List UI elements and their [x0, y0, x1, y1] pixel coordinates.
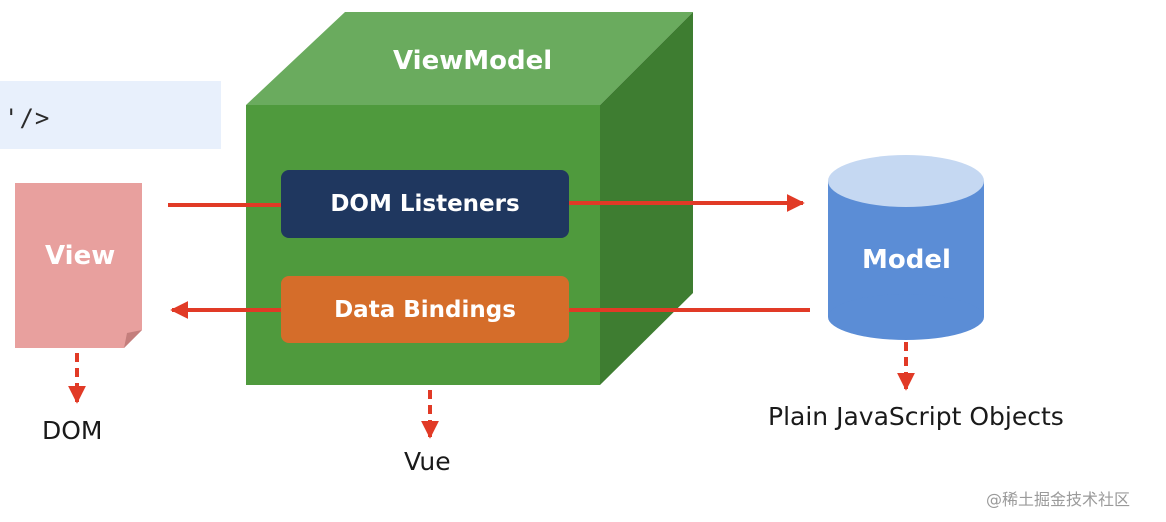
- plain-objects-caption: Plain JavaScript Objects: [768, 402, 1064, 431]
- code-snippet-strip: [0, 81, 221, 149]
- watermark: @稀土掘金技术社区: [986, 490, 1131, 509]
- dom-listeners-label: DOM Listeners: [330, 191, 520, 217]
- cube-front-face: [246, 105, 600, 385]
- data-bindings-label: Data Bindings: [334, 296, 516, 323]
- viewmodel-title: ViewModel: [393, 46, 553, 76]
- view-page-shape: [15, 183, 142, 348]
- code-snippet-text: '/>: [4, 104, 51, 132]
- cube-top-face: [246, 12, 693, 105]
- cube-side-face: [600, 12, 693, 385]
- view-page-fold: [124, 330, 142, 348]
- data-bindings-box: Data Bindings: [281, 276, 569, 343]
- model-cylinder-bottom: [828, 294, 984, 340]
- dom-caption: DOM: [42, 416, 103, 445]
- view-label: View: [45, 241, 116, 271]
- vue-caption: Vue: [404, 447, 451, 476]
- model-cylinder-top: [828, 155, 984, 207]
- dom-listeners-box: DOM Listeners: [281, 170, 569, 238]
- model-label: Model: [862, 245, 951, 275]
